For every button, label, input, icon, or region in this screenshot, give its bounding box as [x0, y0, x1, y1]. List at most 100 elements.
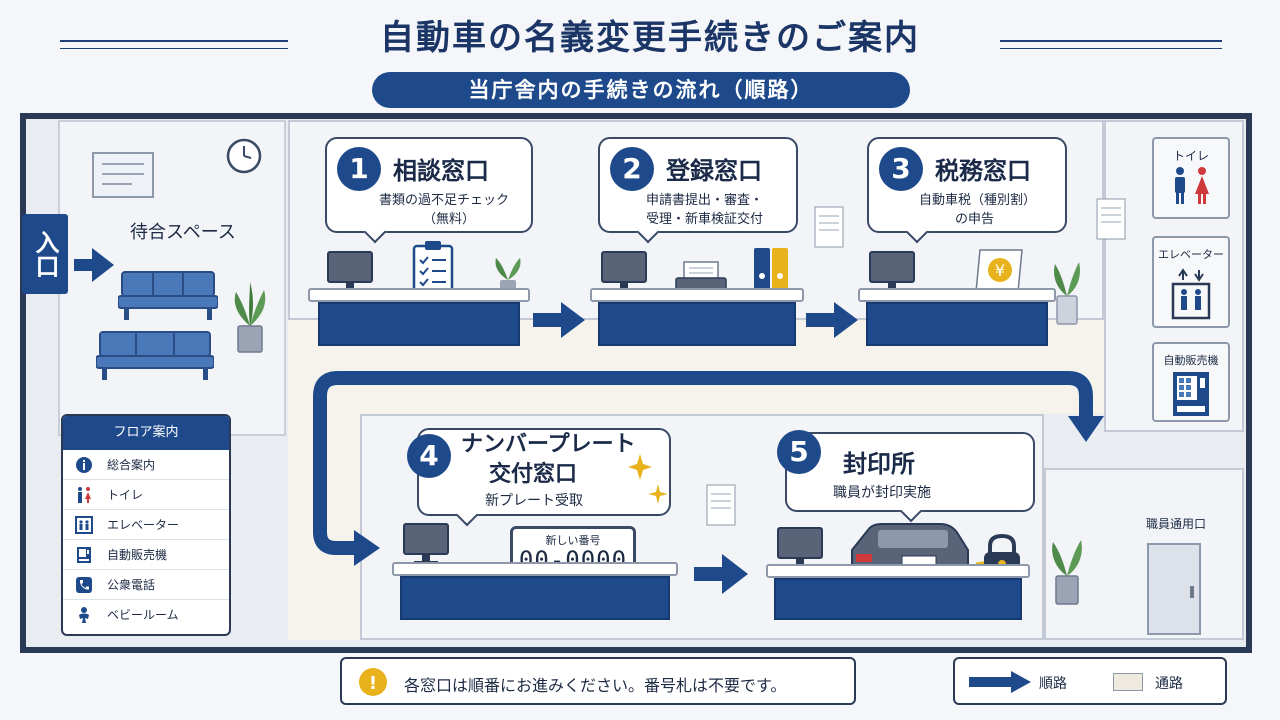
- toilet-sign: トイレ: [1152, 137, 1230, 219]
- step-3-title: 税務窓口: [935, 157, 1031, 185]
- notice-text: 各窓口は順番にお進みください。番号札は不要です。: [404, 676, 787, 695]
- plant-icon: [1054, 262, 1080, 325]
- floor-guide-panel: フロア案内 総合案内 トイレ エレベーター 自動販売機 公衆電話 ベビールーム: [61, 414, 231, 636]
- phone-icon: [76, 577, 92, 593]
- baby-icon: [79, 607, 89, 623]
- elevator-label: エレベーター: [1158, 248, 1224, 261]
- elevator-sign: エレベーター: [1152, 236, 1230, 328]
- step-3-desc-line1: 自動車税（種別割）: [919, 193, 1037, 208]
- vending-label: 自動販売機: [1163, 354, 1219, 367]
- step-4-desc: 新プレート受取: [485, 493, 583, 509]
- floor-guide-heading: フロア案内: [63, 416, 229, 450]
- waiting-area-label: 待合スペース: [130, 222, 236, 243]
- plant-icon: [1052, 540, 1082, 605]
- bench-icon: [118, 271, 218, 320]
- step-4-number: 4: [407, 434, 451, 478]
- step-5-counter: [774, 578, 1022, 620]
- flow-arrow-4-to-5: [694, 554, 748, 594]
- entrance-arrow-icon: [74, 248, 114, 282]
- step-3-counter: [866, 302, 1048, 346]
- floor-guide-item: 公衆電話: [63, 570, 229, 600]
- staff-door-label: 職員通用口: [1146, 517, 1207, 531]
- restroom-icon: [1175, 167, 1209, 204]
- title-rule-right: [1000, 40, 1222, 42]
- floor-guide-item: トイレ: [63, 480, 229, 510]
- step-2-counter: [598, 302, 796, 346]
- floor-guide-item: 自動販売機: [63, 540, 229, 570]
- step-5-bubble: 5 封印所 職員が封印実施: [777, 430, 1035, 512]
- clipboard-checklist-icon: [412, 241, 454, 294]
- bench-icon: [96, 331, 214, 380]
- step-1-desc-line2: （無料）: [423, 212, 476, 227]
- step-3-bubble: 3 税務窓口 自動車税（種別割） の申告: [867, 137, 1067, 233]
- step-1-desc-line1: 書類の過不足チェック: [379, 193, 510, 208]
- wall-notice-icon: [706, 484, 736, 526]
- step-5-number: 5: [777, 430, 821, 474]
- step-2-counter-top: [590, 288, 804, 302]
- plate-caption: 新しい番号: [545, 534, 601, 547]
- step-4-title-line1: ナンバープレート: [461, 432, 636, 457]
- notice-box: ! 各窓口は順番にお進みください。番号札は不要です。: [340, 657, 856, 705]
- elevator-icon: [1171, 268, 1211, 320]
- step-4-counter: [400, 576, 670, 620]
- step-1-counter: [318, 302, 520, 346]
- legend-route-label: 順路: [1039, 676, 1067, 692]
- info-icon: [76, 457, 92, 473]
- sparkle-icon: [628, 454, 668, 504]
- title-rule-left-thin: [60, 48, 288, 49]
- wall-notice-icon: [1096, 198, 1126, 240]
- warning-mark: !: [369, 673, 377, 694]
- yen-sign-icon: ¥: [975, 249, 1023, 293]
- step-5-title: 封印所: [843, 450, 915, 478]
- notice-board-icon: [92, 152, 154, 198]
- step-3-number: 3: [879, 147, 923, 191]
- floor-guide-item: 総合案内: [63, 450, 229, 480]
- step-3-counter-top: [858, 288, 1056, 302]
- monitor-icon: [403, 523, 449, 565]
- warning-icon: !: [359, 668, 387, 696]
- wall-notice-icon: [814, 206, 844, 248]
- entrance-sign: 入口: [22, 214, 68, 294]
- route-u-turn-arrow: [313, 371, 1104, 566]
- step-4-bubble: 4 ナンバープレート 交付窓口 新プレート受取: [407, 428, 671, 516]
- step-1-counter-top: [308, 288, 530, 302]
- binders-icon: [754, 248, 788, 294]
- step-5-desc: 職員が封印実施: [833, 485, 931, 501]
- step-1-number: 1: [337, 147, 381, 191]
- flow-arrow-1-to-2: [533, 302, 585, 338]
- step-1-bubble: 1 相談窓口 書類の過不足チェック （無料）: [325, 137, 533, 233]
- clock-icon: [226, 138, 262, 174]
- floor-guide-item-label: ベビールーム: [107, 608, 179, 622]
- legend-box: 順路 通路: [953, 657, 1227, 705]
- monitor-icon: [777, 527, 823, 569]
- plant-icon: [234, 282, 266, 353]
- floor-guide-item-label: トイレ: [107, 488, 144, 502]
- floor-guide-item-label: エレベーター: [107, 518, 180, 532]
- step-4-counter-top: [392, 562, 678, 576]
- vending-machine-icon: [1173, 372, 1209, 416]
- step-2-bubble: 2 登録窓口 申請書提出・審査・ 受理・新車検証交付: [598, 137, 798, 233]
- step-1-title: 相談窓口: [393, 157, 489, 185]
- title-rule-right-thin: [1000, 48, 1222, 49]
- elevator-icon: [75, 516, 93, 534]
- step-2-number: 2: [610, 147, 654, 191]
- flow-arrow-2-to-3: [806, 302, 858, 338]
- step-2-desc-line2: 受理・新車検証交付: [646, 212, 764, 227]
- legend-passage-label: 通路: [1155, 676, 1183, 692]
- step-4-title-line2: 交付窓口: [489, 462, 578, 487]
- passage-swatch: [1113, 673, 1143, 691]
- restroom-icon: [78, 487, 91, 503]
- title-rule-left: [60, 40, 288, 42]
- floor-guide-item-label: 公衆電話: [107, 578, 156, 592]
- vending-machine-icon: [77, 547, 91, 563]
- monitor-icon: [327, 251, 373, 293]
- page-subtitle: 当庁舎内の手続きの流れ（順路）: [372, 72, 910, 108]
- step-5-counter-top: [766, 564, 1030, 578]
- floor-guide-item-label: 自動販売機: [107, 548, 168, 562]
- toilet-label: トイレ: [1172, 149, 1209, 163]
- staff-door-icon: [1147, 543, 1201, 635]
- floor-guide-item: ベビールーム: [63, 600, 229, 630]
- floor-guide-item: エレベーター: [63, 510, 229, 540]
- vending-sign: 自動販売機: [1152, 342, 1230, 422]
- step-3-desc-line2: の申告: [955, 212, 995, 227]
